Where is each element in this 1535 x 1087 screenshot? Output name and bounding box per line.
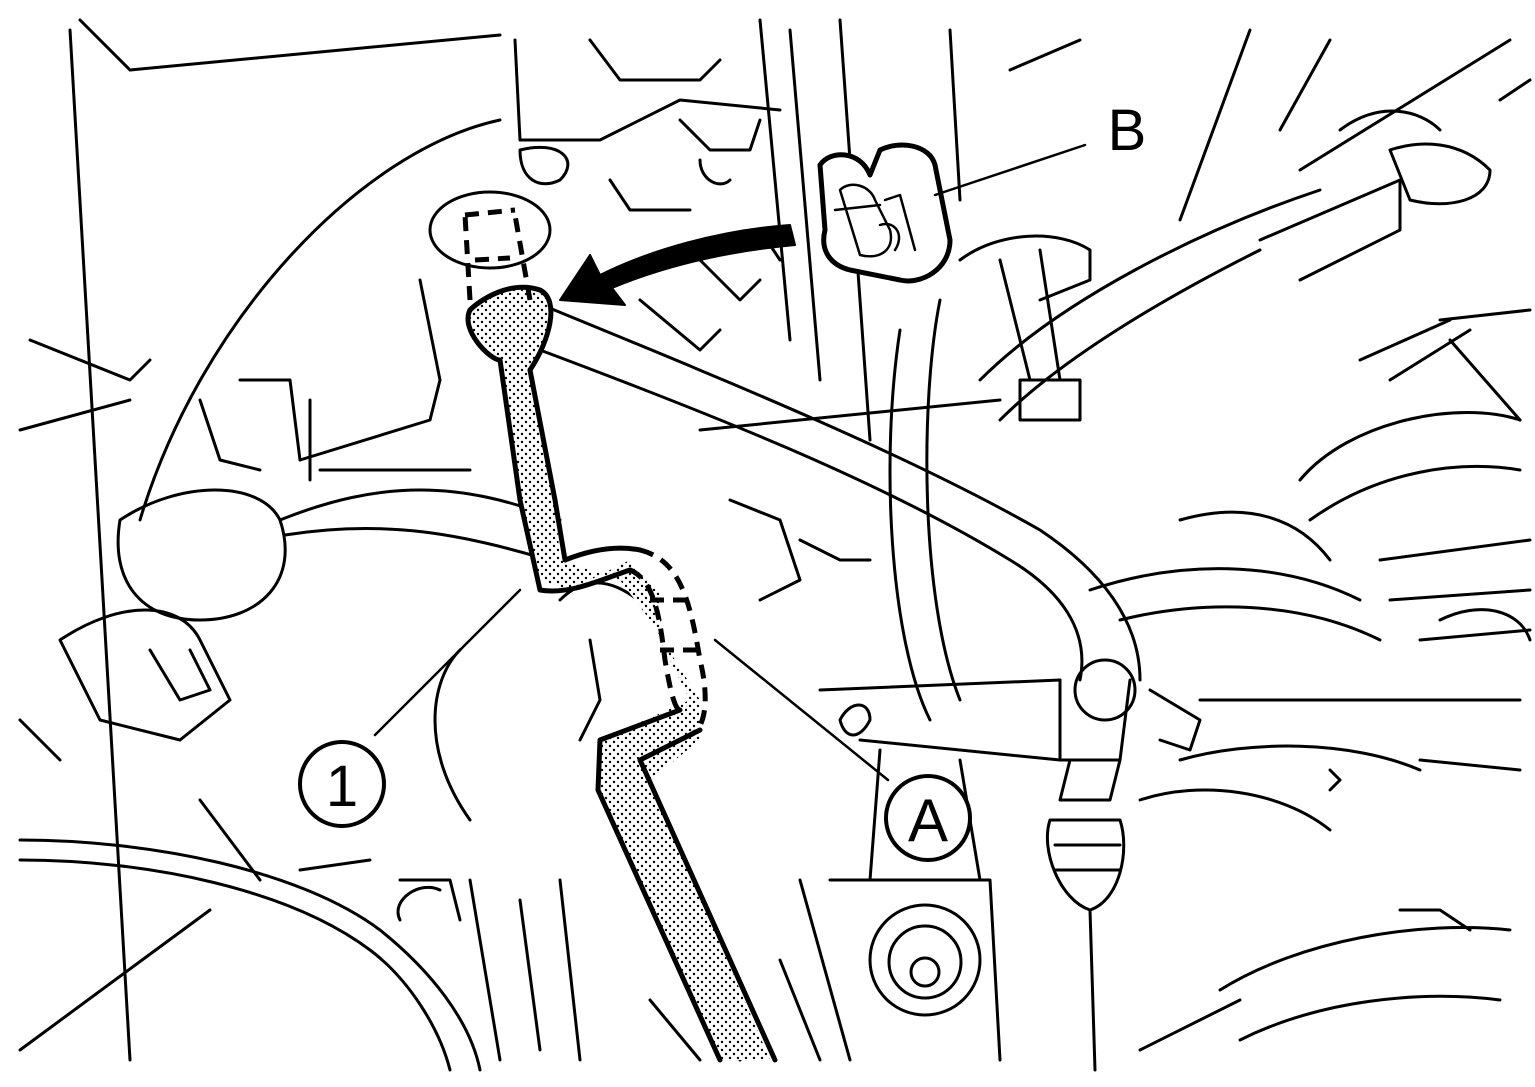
background-structure [18,18,1532,1072]
pipe-bracket-ring [428,190,552,270]
leader-lines [373,143,1087,782]
callout-1: 1 [298,740,386,828]
mount-boss [868,903,982,1017]
callout-1-label: 1 [326,754,358,819]
callout-a: A [884,774,972,862]
callout-b-label: B [1108,98,1147,163]
metal-pipe [528,298,1202,1072]
callout-a-label: A [908,787,948,854]
hose-clip-b [817,142,953,284]
hose-1-highlighted [462,207,778,1063]
direction-arrow [559,224,796,306]
callout-b: B [1108,98,1147,163]
